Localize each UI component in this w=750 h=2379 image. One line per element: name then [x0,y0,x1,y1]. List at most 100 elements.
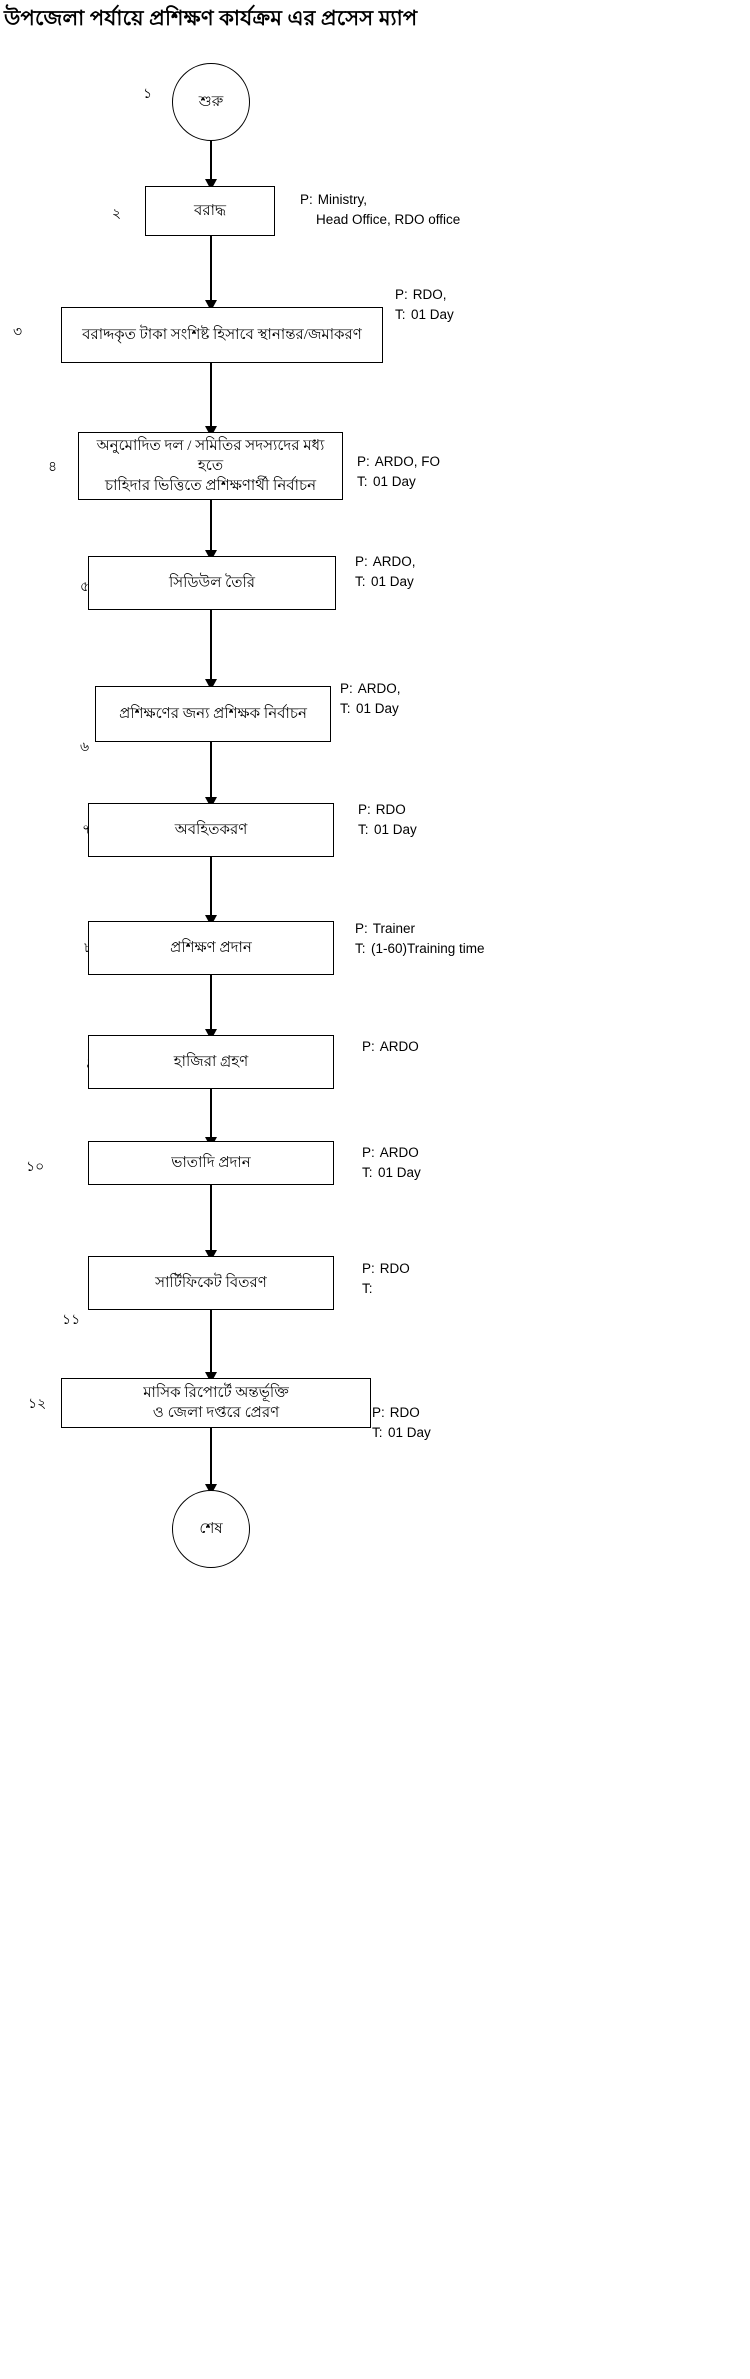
process-node-5-text: সিডিউল তৈরি [95,573,329,593]
annotation-4-t-key: T: [357,473,368,489]
annotation-10-t-value: 01 Day [378,1164,421,1180]
process-node-4-text: অনুমোদিত দল / সমিতির সদস্যদের মধ্য হতে চ… [85,436,336,497]
process-node-6-text: প্রশিক্ষণের জন্য প্রশিক্ষক নির্বাচন [102,704,324,724]
annotation-8-t-value: (1-60)Training time [371,940,485,956]
annotation-6: P: ARDO, T: 01 Day [340,679,401,718]
process-node-3-text: বরাদ্দকৃত টাকা সংশিষ্ট হিসাবে স্থানান্তর… [68,325,376,345]
annotation-11-t-key: T: [362,1280,373,1296]
process-node-8-line-1: প্রশিক্ষণ প্রদান [170,939,252,956]
process-node-7: অবহিতকরণ [88,803,334,857]
annotation-11-p-key: P: [362,1261,375,1276]
process-node-8-text: প্রশিক্ষণ প্রদান [95,938,327,958]
annotation-8-p-value: Trainer [372,921,416,936]
annotation-10-p-value: ARDO [379,1145,419,1160]
annotation-8-t-key: T: [355,940,366,956]
step-number-6: ৬ [80,740,90,755]
annotation-3-t-value: 01 Day [411,306,454,322]
annotation-10-t-key: T: [362,1164,373,1180]
end-label: শেষ [199,1520,223,1537]
process-node-3: বরাদ্দকৃত টাকা সংশিষ্ট হিসাবে স্থানান্তর… [61,307,383,363]
step-number-3: ৩ [13,325,23,340]
annotation-5-t-key: T: [355,573,366,589]
process-node-12: মাসিক রিপোর্টে অন্তর্ভূক্তি ও জেলা দপ্তর… [61,1378,371,1428]
step-number-10: ১০ [26,1160,45,1175]
annotation-6-t-key: T: [340,700,351,716]
annotation-11-p-value: RDO [379,1261,410,1276]
process-node-12-line-1: মাসিক রিপোর্টে অন্তর্ভূক্তি [143,1384,289,1401]
process-node-4-line-1: অনুমোদিত দল / সমিতির সদস্যদের মধ্য হতে [96,437,325,474]
step-number-12: ১২ [28,1397,47,1412]
page-title: উপজেলা পর্যায়ে প্রশিক্ষণ কার্যক্রম এর প… [4,6,418,30]
annotation-2-p-value: Ministry, [317,192,368,207]
annotation-6-t-value: 01 Day [356,700,399,716]
annotation-10-p-key: P: [362,1145,375,1160]
process-node-10-text: ভাতাদি প্রদান [95,1153,327,1173]
annotation-4: P: ARDO, FO T: 01 Day [357,452,440,491]
annotation-5-p-key: P: [355,554,368,569]
process-node-11: সার্টিফিকেট বিতরণ [88,1256,334,1310]
annotation-5-p-value: ARDO, [372,554,416,569]
annotation-3-p-value: RDO, [412,287,447,302]
step-number-1: ১ [143,87,153,102]
annotation-7-t-value: 01 Day [374,821,417,837]
process-node-8: প্রশিক্ষণ প্রদান [88,921,334,975]
start-label: শুরু [198,93,224,110]
annotation-7-p-key: P: [358,802,371,817]
annotation-6-p-key: P: [340,681,353,696]
annotation-2: P: Ministry, Head Office, RDO office [300,190,460,229]
process-node-12-text: মাসিক রিপোর্টে অন্তর্ভূক্তি ও জেলা দপ্তর… [68,1383,364,1424]
annotation-9: P: ARDO [362,1037,419,1057]
annotation-3-t-key: T: [395,306,406,322]
process-node-7-text: অবহিতকরণ [95,820,327,840]
annotation-12-t-value: 01 Day [388,1424,431,1440]
annotation-3-p-key: P: [395,287,408,302]
process-node-11-text: সার্টিফিকেট বিতরণ [95,1273,327,1293]
step-number-7: ৭ [82,823,92,838]
annotation-12: P: RDO T: 01 Day [372,1403,431,1442]
annotation-5: P: ARDO, T: 01 Day [355,552,416,591]
annotation-9-p-key: P: [362,1039,375,1054]
process-node-12-line-2: ও জেলা দপ্তরে প্রেরণ [152,1405,280,1421]
process-node-9-line-1: হাজিরা গ্রহণ [173,1053,249,1070]
annotation-7-p-value: RDO [375,802,406,817]
annotation-8: P: Trainer T: (1-60)Training time [355,919,485,958]
process-node-9: হাজিরা গ্রহণ [88,1035,334,1089]
annotation-12-p-value: RDO [389,1405,420,1420]
process-node-6: প্রশিক্ষণের জন্য প্রশিক্ষক নির্বাচন [95,686,331,742]
annotation-12-p-key: P: [372,1405,385,1420]
process-node-4-line-2: চাহিদার ভিত্তিতে প্রশিক্ষণার্থী নির্বাচন [104,478,317,495]
process-node-2-line-1: বরাদ্ধ [194,202,226,219]
process-node-2: বরাদ্ধ [145,186,275,236]
process-node-5-line-1: সিডিউল তৈরি [168,574,255,591]
step-number-5: ৫ [80,580,90,595]
step-number-4: ৪ [48,460,58,475]
annotation-5-t-value: 01 Day [371,573,414,589]
annotation-2-p-value2: Head Office, RDO office [316,211,461,227]
annotation-2-p-key: P: [300,192,313,207]
annotation-6-p-value: ARDO, [357,681,401,696]
annotation-11: P: RDO T: [362,1259,410,1298]
annotation-10: P: ARDO T: 01 Day [362,1143,421,1182]
annotation-4-p-value: ARDO, FO [374,454,441,469]
step-number-2: ২ [112,207,122,222]
process-node-3-line-1: বরাদ্দকৃত টাকা সংশিষ্ট হিসাবে স্থানান্তর… [82,326,362,343]
step-number-11: ১১ [62,1313,81,1328]
annotation-12-t-key: T: [372,1424,383,1440]
process-node-11-line-1: সার্টিফিকেট বিতরণ [155,1274,267,1291]
process-node-2-text: বরাদ্ধ [152,201,268,221]
annotation-4-t-value: 01 Day [373,473,416,489]
process-node-10: ভাতাদি প্রদান [88,1141,334,1185]
annotation-3: P: RDO, T: 01 Day [395,285,454,324]
annotation-7: P: RDO T: 01 Day [358,800,417,839]
process-node-6-line-1: প্রশিক্ষণের জন্য প্রশিক্ষক নির্বাচন [119,705,307,722]
process-node-7-line-1: অবহিতকরণ [174,821,248,838]
process-node-10-line-1: ভাতাদি প্রদান [171,1154,251,1171]
start-terminator: শুরু [172,63,250,141]
annotation-7-t-key: T: [358,821,369,837]
process-node-9-text: হাজিরা গ্রহণ [95,1052,327,1072]
process-node-4: অনুমোদিত দল / সমিতির সদস্যদের মধ্য হতে চ… [78,432,343,500]
annotation-4-p-key: P: [357,454,370,469]
annotation-9-p-value: ARDO [379,1039,419,1054]
end-terminator: শেষ [172,1490,250,1568]
process-node-5: সিডিউল তৈরি [88,556,336,610]
